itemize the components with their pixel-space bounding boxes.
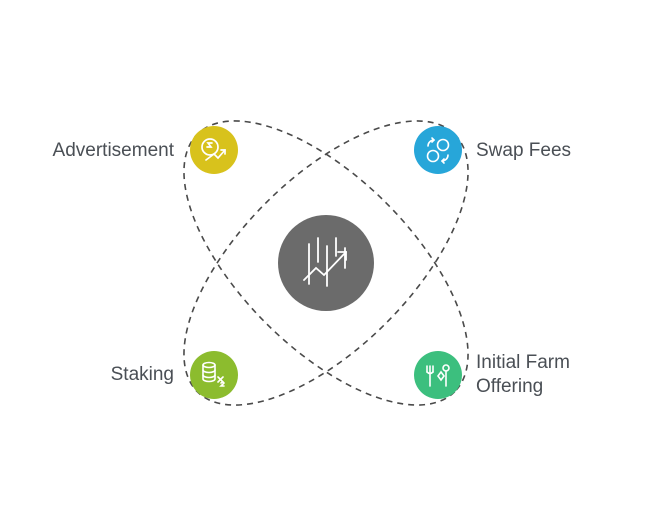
farm-tools-icon	[426, 364, 450, 387]
center-node	[278, 215, 374, 311]
initial-farm-offering-label-line1: Initial Farm	[476, 352, 570, 373]
chart-growth-icon	[303, 237, 347, 287]
advertisement-node	[190, 126, 238, 174]
initial-farm-offering-label: Initial Farm Offering	[476, 351, 570, 399]
coin-stack-icon	[202, 361, 225, 387]
initial-farm-offering-label-line2: Offering	[476, 376, 544, 397]
swap-fees-label: Swap Fees	[476, 140, 572, 161]
initial-farm-offering-node	[414, 351, 462, 399]
currency-exchange-icon	[426, 137, 450, 164]
money-growth-icon	[201, 138, 226, 161]
staking-label: Staking	[110, 364, 174, 385]
advertisement-label: Advertisement	[52, 140, 174, 161]
swap-fees-node	[414, 126, 462, 174]
staking-node	[190, 351, 238, 399]
